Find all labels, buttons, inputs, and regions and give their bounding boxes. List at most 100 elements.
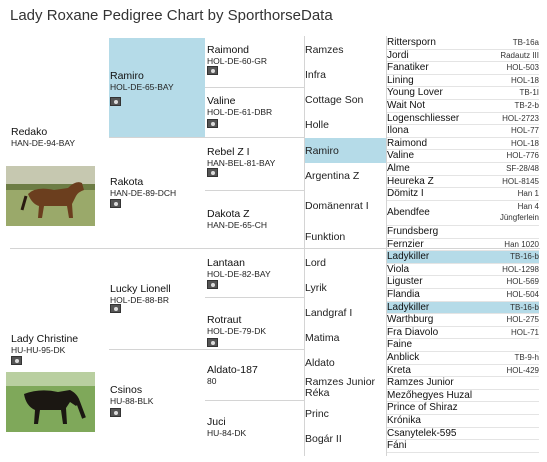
horse-name[interactable]: Anblick — [387, 352, 420, 363]
gen3-card[interactable]: Aldato-187 80 — [207, 364, 258, 386]
horse-name[interactable]: Alme — [387, 163, 410, 174]
horse-name[interactable]: Dömitz I — [387, 188, 424, 200]
camera-icon[interactable] — [207, 168, 218, 177]
gen2-card[interactable]: Rakota HAN-DE-89-DCH — [110, 176, 176, 198]
gen4-name[interactable]: Matima — [305, 332, 340, 344]
gen5-row[interactable]: Faine — [387, 339, 539, 352]
gen4-name[interactable]: Infra — [305, 69, 327, 81]
horse-name[interactable]: Valine — [207, 95, 236, 107]
horse-name[interactable]: Abendfee — [387, 206, 430, 218]
gen3-card[interactable]: Juci HU-84-DK — [207, 416, 246, 438]
gen5-row[interactable]: Csanytelek-595 — [387, 428, 539, 441]
horse-name[interactable]: Wait Not — [387, 100, 425, 111]
horse-name[interactable]: Liguster — [387, 276, 423, 288]
camera-icon[interactable] — [110, 304, 121, 313]
gen3-card[interactable]: Rotraut HOL-DE-79-DK — [207, 314, 266, 336]
camera-icon[interactable] — [110, 97, 121, 106]
gen3-card[interactable]: Raimond HOL-DE-60-GR — [207, 44, 267, 66]
gen4-name[interactable]: Domänenrat I — [305, 200, 369, 212]
gen3-card[interactable]: Dakota Z HAN-DE-65-CH — [207, 208, 267, 230]
horse-name[interactable]: Valine — [387, 150, 415, 162]
gen4-name[interactable]: Cottage Son — [305, 94, 364, 106]
gen2-card[interactable]: Csinos HU-88-BLK — [110, 384, 153, 406]
horse-name[interactable]: Young Lover — [387, 87, 443, 99]
horse-photo[interactable] — [6, 166, 95, 226]
gen3-card[interactable]: Valine HOL-DE-61-DBR — [207, 95, 272, 117]
horse-name[interactable]: Csanytelek-595 — [387, 427, 457, 439]
gen4-name[interactable]: Funktion — [305, 231, 346, 243]
horse-name[interactable]: Fra Diavolo — [387, 326, 439, 338]
horse-name[interactable]: Dakota Z — [207, 208, 250, 220]
horse-name[interactable]: Flandia — [387, 289, 420, 300]
gen3-card[interactable]: Rebel Z I HAN-BEL-81-BAY — [207, 146, 275, 168]
camera-icon[interactable] — [110, 199, 121, 208]
sire-card[interactable]: Redako HAN-DE-94-BAY — [11, 126, 75, 148]
horse-name[interactable]: Fáni — [387, 440, 407, 452]
horse-name[interactable]: Ramzes Junior — [387, 377, 454, 389]
gen5-row[interactable]: Mezőhegyes Huzal — [387, 390, 539, 403]
horse-photo[interactable] — [6, 372, 95, 432]
horse-name[interactable]: Logenschliesser — [387, 112, 460, 124]
gen4-name[interactable]: Holle — [305, 119, 329, 131]
horse-name[interactable]: Viola — [387, 263, 410, 275]
horse-name[interactable]: Frundsberg — [387, 226, 439, 237]
gen5-row[interactable]: Fáni — [387, 440, 539, 453]
gen4-name[interactable]: Landgraf I — [305, 307, 353, 319]
horse-name[interactable]: Rotraut — [207, 314, 242, 326]
horse-name[interactable]: Redako — [11, 126, 48, 138]
gen4-name[interactable]: Ramzes Junior Réka — [305, 376, 376, 399]
horse-name[interactable]: Raimond — [387, 137, 428, 149]
horse-name[interactable]: Lucky Lionell — [110, 283, 171, 295]
gen2-card[interactable]: Ramiro HOL-DE-65-BAY — [110, 70, 174, 92]
gen4-name[interactable]: Princ — [305, 408, 329, 420]
horse-name[interactable]: Lining — [387, 74, 414, 86]
gen4-name[interactable]: Ramiro — [305, 145, 339, 157]
horse-name[interactable]: Aldato-187 — [207, 364, 258, 376]
gen4-name[interactable]: Ramzes — [305, 44, 344, 56]
camera-icon[interactable] — [207, 119, 218, 128]
gen2-card[interactable]: Lucky Lionell HOL-DE-88-BR — [110, 283, 171, 305]
horse-name[interactable]: Juci — [207, 416, 226, 428]
gen5-row[interactable]: Krónika — [387, 415, 539, 428]
camera-icon[interactable] — [207, 66, 218, 75]
gen4-name[interactable]: Bogár II — [305, 433, 342, 445]
horse-name[interactable]: Lantaan — [207, 257, 245, 269]
horse-name[interactable]: Kreta — [387, 364, 411, 376]
gen4-name[interactable]: Aldato — [305, 357, 335, 369]
horse-name[interactable]: Warthburg — [387, 314, 434, 326]
horse-name[interactable]: Krónika — [387, 415, 421, 426]
horse-name[interactable]: Lady Christine — [11, 333, 79, 345]
camera-icon[interactable] — [110, 408, 121, 417]
gen5-row[interactable]: Prince of Shiraz — [387, 402, 539, 415]
horse-name[interactable]: Jordi — [387, 49, 409, 61]
horse-name[interactable]: Raimond — [207, 44, 250, 56]
gen3-card[interactable]: Lantaan HOL-DE-82-BAY — [207, 257, 271, 279]
camera-icon[interactable] — [207, 280, 218, 289]
camera-icon[interactable] — [207, 338, 218, 347]
dam-card[interactable]: Lady Christine HU-HU-95-DK — [11, 333, 78, 355]
horse-name[interactable]: Rebel Z I — [207, 146, 250, 158]
horse-name[interactable]: Ladykiller — [387, 251, 430, 263]
gen4-name[interactable]: Lyrik — [305, 282, 327, 294]
horse-name[interactable]: Prince of Shiraz — [387, 402, 458, 414]
gen4-name[interactable]: Argentina Z — [305, 170, 360, 182]
gen4-name[interactable]: Lord — [305, 257, 327, 269]
horse-name[interactable]: Heureka Z — [387, 175, 434, 187]
